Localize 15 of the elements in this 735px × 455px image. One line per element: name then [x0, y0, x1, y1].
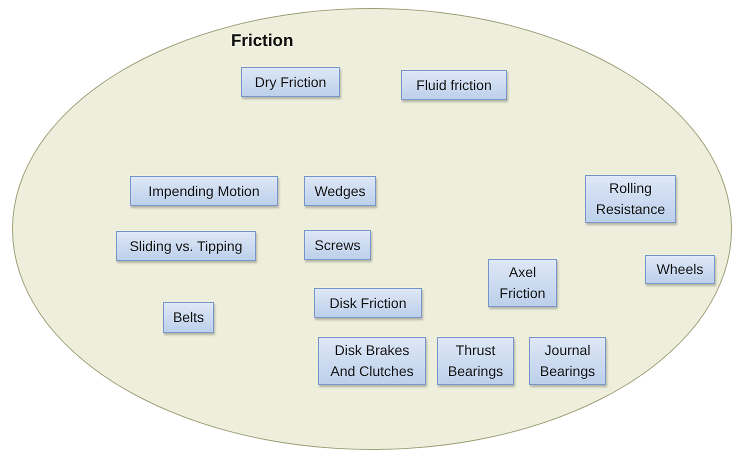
heading: Friction	[231, 31, 294, 51]
topic-box: Impending Motion	[130, 176, 278, 206]
topic-box: Wedges	[304, 176, 376, 206]
topic-box: Axel Friction	[488, 259, 557, 307]
topic-box: Rolling Resistance	[585, 175, 676, 223]
topic-box: Disk Friction	[314, 288, 422, 318]
topic-box: Wheels	[645, 255, 715, 284]
topic-box: Thrust Bearings	[437, 337, 514, 385]
topic-box: Fluid friction	[401, 70, 507, 100]
topic-box: Sliding vs. Tipping	[116, 231, 256, 261]
topic-box: Dry Friction	[241, 67, 340, 97]
topic-box: Belts	[163, 302, 214, 333]
topic-box: Journal Bearings	[529, 337, 606, 385]
topic-box: Screws	[304, 230, 371, 260]
topic-box: Disk Brakes And Clutches	[318, 337, 426, 385]
